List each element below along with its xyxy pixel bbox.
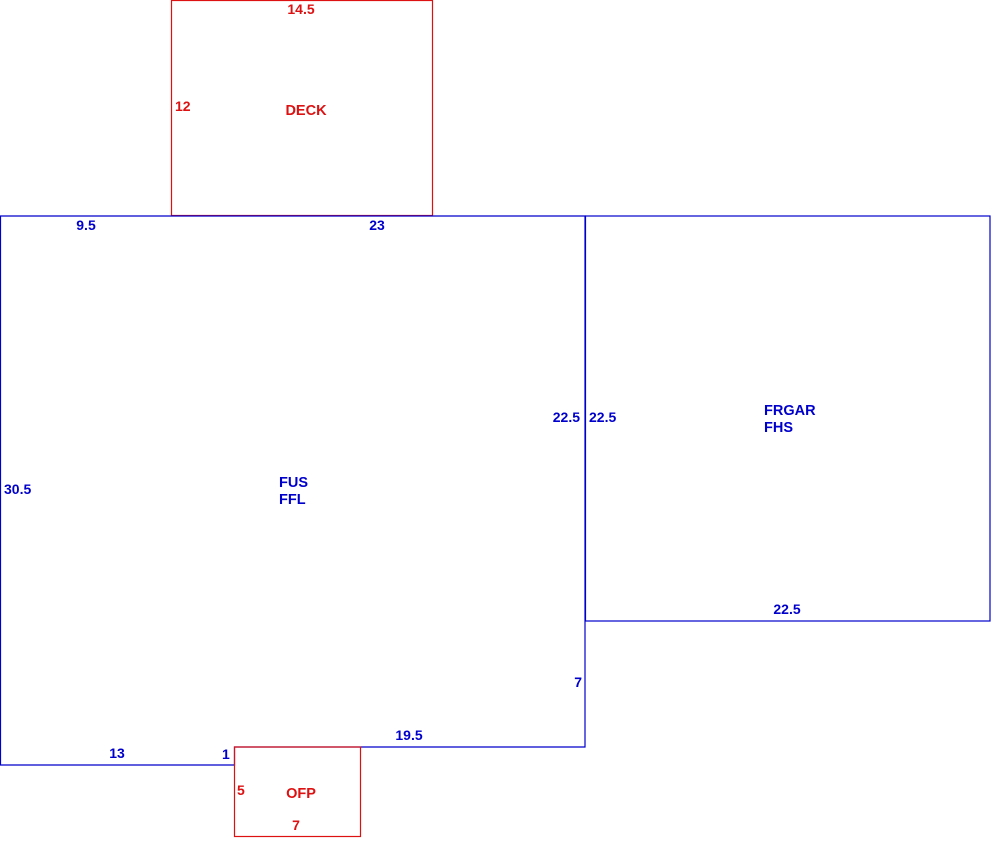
main-bottom-left-dimension: 13 xyxy=(109,745,125,761)
porch-left-dimension: 5 xyxy=(237,782,245,798)
deck-left-dimension: 12 xyxy=(175,98,191,114)
main-right-upper-dimension: 22.5 xyxy=(553,409,580,425)
main-right-lower-dimension: 7 xyxy=(574,674,582,690)
main-top-right-dimension: 23 xyxy=(369,217,385,233)
deck-label: DECK xyxy=(285,103,327,119)
main-label-line1: FUS xyxy=(279,475,308,491)
deck-top-dimension: 14.5 xyxy=(287,1,314,17)
garage-outline xyxy=(584,215,991,622)
garage-label-line1: FRGAR xyxy=(764,403,816,419)
porch-outline xyxy=(233,746,362,838)
porch-bottom-dimension: 7 xyxy=(292,817,300,833)
main-step-dimension: 1 xyxy=(222,746,230,762)
garage-label-line2: FHS xyxy=(764,420,793,436)
main-label-line2: FFL xyxy=(279,492,306,508)
main-left-dimension: 30.5 xyxy=(4,481,31,497)
porch-label: OFP xyxy=(286,786,316,802)
garage-area: FRGAR FHS 22.5 22.5 xyxy=(584,215,991,622)
garage-left-dimension: 22.5 xyxy=(589,409,616,425)
main-top-left-dimension: 9.5 xyxy=(76,217,96,233)
main-bottom-right-dimension: 19.5 xyxy=(395,727,422,743)
porch-area: OFP 5 7 xyxy=(233,746,362,838)
garage-bottom-dimension: 22.5 xyxy=(773,601,800,617)
